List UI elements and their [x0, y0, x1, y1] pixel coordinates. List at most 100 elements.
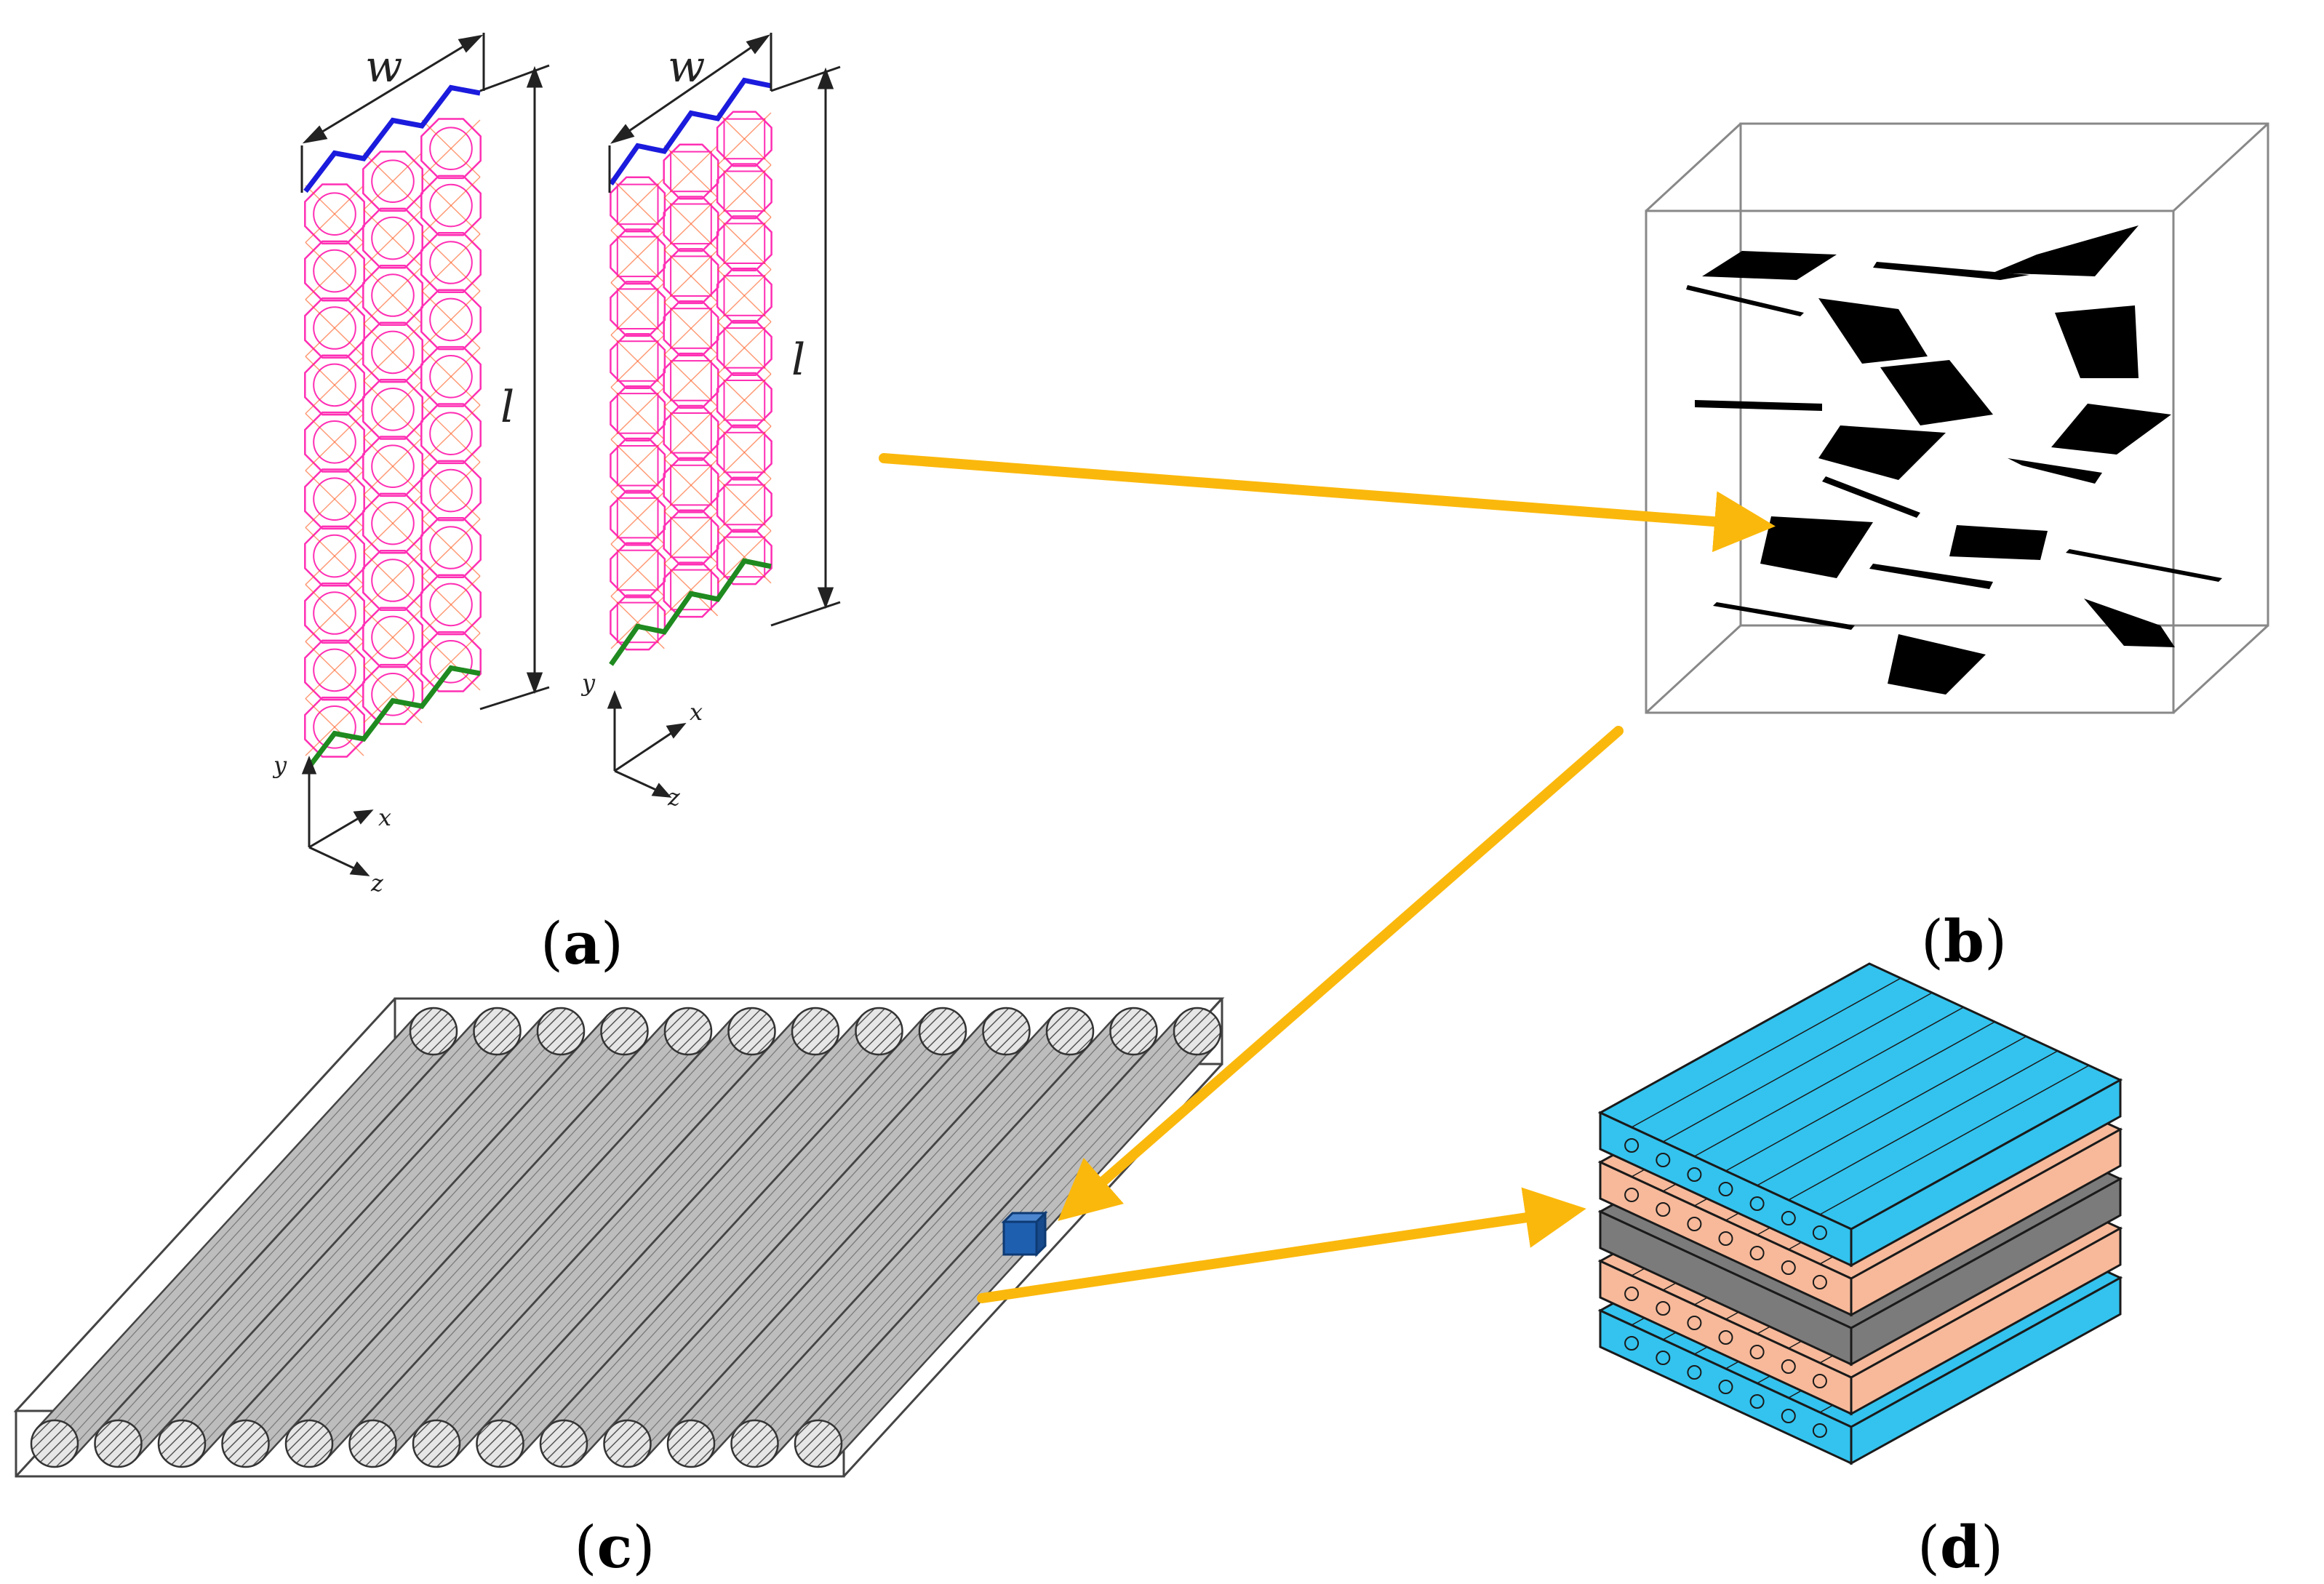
lattice-cell [610, 281, 666, 337]
fiber-line [1788, 1050, 2059, 1201]
lattice-cell-inner [670, 255, 712, 297]
lattice-strut [421, 404, 481, 463]
lattice-strut [363, 152, 423, 210]
lattice-cell [663, 561, 719, 618]
lattice-structure-left [303, 84, 482, 774]
lattice-cell [663, 404, 719, 461]
lattice-cell [663, 352, 719, 409]
fiber-stripe [314, 1036, 695, 1449]
axis-x-label-left: x [378, 804, 391, 831]
axis-z-label-right: z [667, 783, 681, 811]
lattice-cell-inner [616, 340, 659, 382]
lattice-cell [304, 240, 365, 302]
lattice-cell-inner [670, 569, 712, 611]
fiber-end-front [221, 1419, 270, 1468]
lattice-strut [717, 530, 772, 584]
lattice-cell-inner [313, 477, 356, 521]
coordinate-axes-left [301, 755, 374, 876]
lattice-cell [610, 385, 666, 441]
lattice-cell [362, 151, 423, 212]
platelet [2008, 458, 2102, 484]
fiber-stripe [557, 1025, 938, 1439]
fiber-stripe [748, 1025, 1128, 1439]
fiber-section [1687, 1167, 1702, 1182]
lattice-cell [420, 574, 482, 636]
lattice-strut [305, 698, 364, 756]
fiber-end-back [727, 1007, 776, 1056]
fiber-stripe [442, 1036, 822, 1449]
lattice-cell [420, 232, 482, 293]
lattice-strut [421, 290, 481, 349]
arrow-c-to-d [977, 1187, 1586, 1303]
fiber-end-back [982, 1007, 1031, 1056]
lattice-strut [610, 282, 665, 336]
fiber-stripe [447, 1041, 828, 1455]
fiber-stripe [378, 1036, 759, 1449]
width-dimension-left [300, 33, 485, 193]
fiber-section [1687, 1316, 1702, 1330]
lattice-cell-inner [670, 151, 712, 193]
lattice-strut [717, 269, 772, 323]
lattice-strut [305, 356, 364, 415]
fiber-stripe [251, 1036, 631, 1449]
fiber-stripe [372, 1031, 752, 1444]
lattice-cell [716, 424, 772, 481]
fiber-end-back [600, 1007, 649, 1056]
arrow-b-to-c [1058, 726, 1624, 1221]
lattice-cell [716, 111, 772, 167]
lattice-strut [363, 608, 423, 667]
lattice-cell [663, 457, 719, 513]
lattice-strut [663, 302, 719, 356]
lattice-strut [717, 217, 772, 271]
lattice-cell-inner [616, 445, 659, 487]
lattice-strut [305, 241, 364, 300]
fiber-stripe [239, 1025, 619, 1439]
lattice-strut [305, 584, 364, 642]
bottom-boundary-edge [303, 665, 481, 774]
fiber-end-back [409, 1007, 458, 1056]
lattice-cell [610, 176, 666, 233]
lattice-strut [663, 406, 719, 460]
fiber-stripe [742, 1020, 1122, 1433]
lattice-cell [716, 372, 772, 428]
platelet [1818, 425, 1946, 480]
fibers [30, 1007, 1222, 1468]
fiber-stripe [696, 1036, 1077, 1449]
fiber-end-front [730, 1419, 779, 1468]
fiber-end-back [663, 1007, 713, 1056]
fiber-end-front [412, 1419, 461, 1468]
fiber-section [1781, 1359, 1796, 1374]
lattice-cell [420, 175, 482, 236]
lattice-cell [304, 411, 365, 473]
fiber-stripe [506, 1036, 886, 1449]
laminate-layer-blue [1597, 962, 2123, 1268]
lattice-cell [362, 378, 423, 440]
lattice-strut [421, 575, 481, 634]
lattice-cell-inner [616, 183, 659, 225]
lattice-cell-inner [371, 673, 415, 716]
top-boundary-edge [303, 84, 481, 193]
platelet [1869, 564, 1993, 589]
lattice-cell-inner [670, 412, 712, 454]
platelet [1713, 602, 1855, 630]
flow-arrows [879, 453, 1776, 1303]
lattice-strut [363, 380, 423, 439]
fiber-stripe [487, 1020, 868, 1433]
panel-a: w l w l [272, 33, 841, 977]
lattice-strut [421, 633, 481, 691]
lattice-cell-inner [723, 275, 766, 316]
lattice-cell [663, 300, 719, 357]
platelet [1760, 516, 1873, 578]
platelet [1880, 360, 1993, 425]
lattice-cell [362, 663, 423, 725]
lattice-cell [304, 354, 365, 416]
fiber-line [1757, 1036, 2026, 1186]
wireframe-box [1645, 122, 2269, 714]
lattice-cell-inner [723, 536, 766, 578]
fiber-stripe [806, 1020, 1186, 1433]
fiber-stripe [169, 1020, 550, 1433]
fiber-stripe [193, 1041, 573, 1455]
fiber-stripe [360, 1020, 740, 1433]
lattice-structure-right [609, 77, 772, 666]
fiber-end-front [94, 1419, 143, 1468]
